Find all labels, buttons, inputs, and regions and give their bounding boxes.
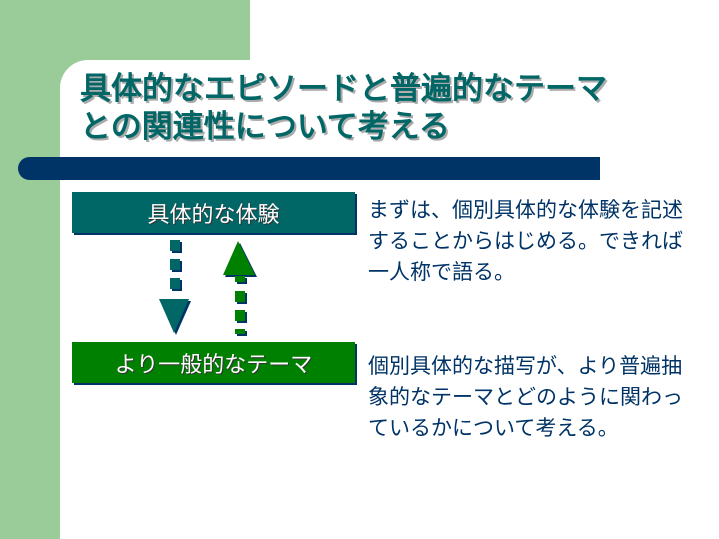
general-theme-box: より一般的なテーマ xyxy=(72,342,355,383)
title-divider-bar xyxy=(18,157,600,180)
left-accent-stripe xyxy=(0,0,60,539)
title-line-1: 具体的なエピソードと普遍的なテーマ xyxy=(80,71,607,107)
theme-description: 個別具体的な描写が、より普遍抽象的なテーマとどのように関わっているかについて考え… xyxy=(368,354,683,440)
concrete-experience-box: 具体的な体験 xyxy=(72,192,355,233)
title-line-2: との関連性について考える xyxy=(80,109,450,145)
concrete-description: まずは、個別具体的な体験を記述することからはじめる。できれば一人称で語る。 xyxy=(368,198,683,284)
slide-title: 具体的なエピソードと普遍的なテーマ との関連性について考える xyxy=(80,70,607,146)
